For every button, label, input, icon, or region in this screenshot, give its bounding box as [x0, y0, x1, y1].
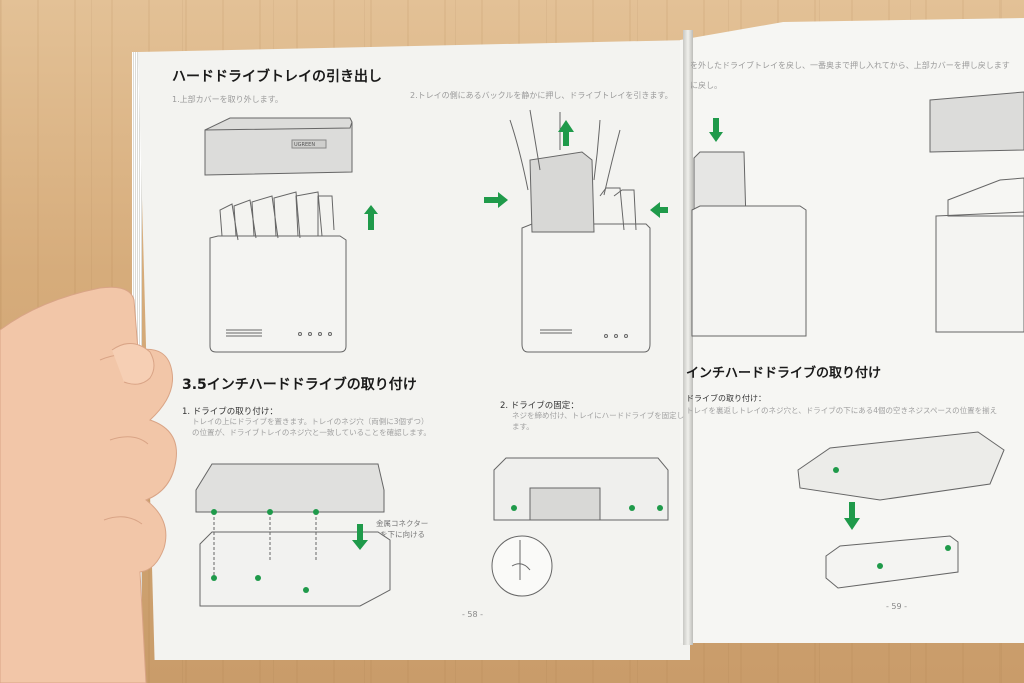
right-tray-insert-illustration: [691, 91, 1024, 337]
enclosure-with-drives-illustration: [209, 191, 347, 353]
section-title-tray-removal: ハードドライブトレイの引き出し: [172, 69, 382, 85]
left-arrow-icon: [650, 202, 668, 218]
step1-caption: 1.上部カバーを取り外します。: [172, 95, 283, 104]
section-title-hdd-install: 3.5インチハードドライブの取り付け: [182, 377, 417, 393]
down-arrow-icon: [352, 524, 368, 550]
right-step-title: ドライブの取り付け：: [686, 394, 766, 403]
left-page-number: - 58 -: [462, 610, 484, 619]
down-arrow-icon: [709, 118, 723, 142]
down-arrow-icon: [844, 502, 860, 530]
right-page-number: - 59 -: [886, 602, 908, 611]
connector-label-line2: を下に向ける: [380, 530, 425, 539]
enclosure-lid-illustration: [204, 117, 353, 176]
green-arrow-icons: [211, 118, 951, 593]
hdd-on-tray-illustration: [195, 463, 391, 607]
up-arrow-icon: [364, 205, 378, 230]
connector-label-line1: 金属コネクター: [376, 519, 429, 528]
right-tray-flip-illustration: [797, 431, 1005, 589]
install-step2-line2: ます。: [512, 422, 534, 431]
install-step2-title: 2. ドライブの固定：: [500, 401, 579, 411]
tray-pull-illustration: [509, 109, 651, 353]
up-arrow-icon: [558, 120, 574, 146]
hdd-secured-illustration: [491, 457, 669, 597]
install-step1-line2: の位置が、ドライブトレイのネジ穴と一致していることを確認します。: [192, 428, 431, 437]
right-section-title: インチハードドライブの取り付け: [686, 366, 882, 381]
right-arrow-icon: [484, 192, 508, 208]
book-spine: [683, 30, 693, 645]
right-caption-line1: に戻し。: [690, 81, 722, 90]
install-step2-line1: ネジを締め付け、トレイにハードドライブを固定し: [512, 411, 685, 420]
right-caption-line2: を外したドライブトレイを戻し、一番奥まで押し入れてから、上部カバーを押し戻します: [690, 61, 1010, 70]
step2-caption: 2.トレイの側にあるバックルを静かに押し、ドライブトレイを引きます。: [410, 91, 673, 100]
brand-logo-lid: UGREEN: [294, 142, 315, 148]
install-step1-line1: トレイの上にドライブを置きます。トレイのネジ穴（両側に3個ずつ）: [192, 417, 429, 426]
install-step1-title: 1. ドライブの取り付け：: [182, 407, 278, 417]
right-step-line1: トレイを裏返しトレイのネジ穴と、ドライブの下にある4個の空きネジスペースの位置を…: [686, 406, 998, 415]
